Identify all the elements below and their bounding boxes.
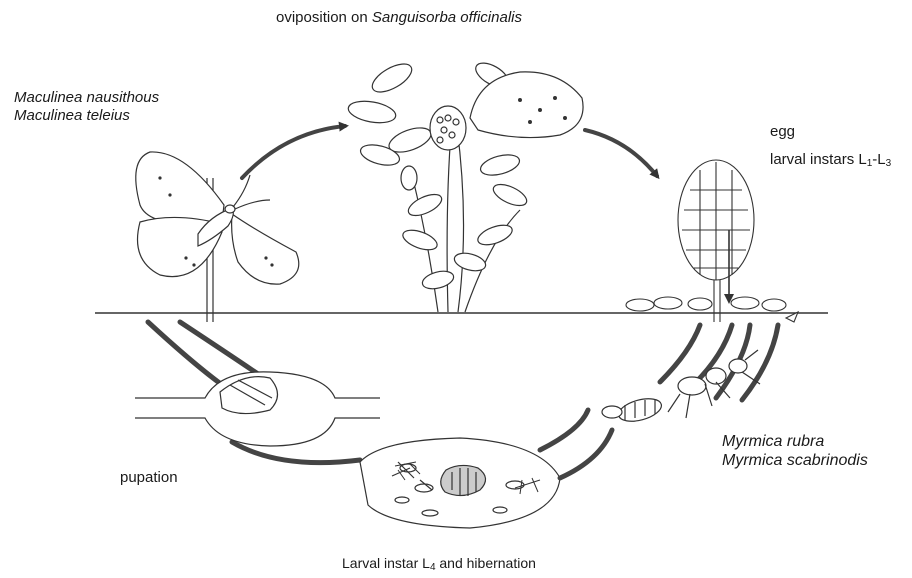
hibernation-suffix: and hibernation: [436, 555, 536, 571]
butterfly-species-1: Maculinea nausithous: [14, 88, 159, 107]
adult-butterfly-illustration: [136, 152, 299, 322]
cycle-arrow-right: [585, 130, 657, 176]
top-title-prefix: oviposition on: [276, 9, 372, 26]
butterfly-species-2: Maculinea teleius: [14, 106, 130, 125]
larval-instars-sub3: 3: [886, 158, 892, 169]
flower-head-illustration: [626, 160, 798, 322]
hibernation-label: Larval instar L4 and hibernation: [342, 554, 536, 577]
larval-instars-dash: -L: [872, 151, 885, 168]
pupation-label: pupation: [120, 468, 178, 487]
larval-instars-text: larval instars L: [770, 151, 867, 168]
top-title: oviposition on Sanguisorba officinalis: [276, 8, 522, 27]
hibernation-prefix: Larval instar L: [342, 555, 430, 571]
cycle-arrow-left: [242, 126, 345, 178]
host-plant-illustration: [347, 58, 583, 312]
egg-label: egg: [770, 122, 795, 141]
ant-species-2: Myrmica scabrinodis: [722, 451, 868, 470]
top-title-species: Sanguisorba officinalis: [372, 9, 522, 26]
ant-species-1: Myrmica rubra: [722, 432, 824, 451]
larval-instars-label: larval instars L1-L3: [770, 150, 891, 173]
pupation-chamber: [135, 372, 380, 446]
